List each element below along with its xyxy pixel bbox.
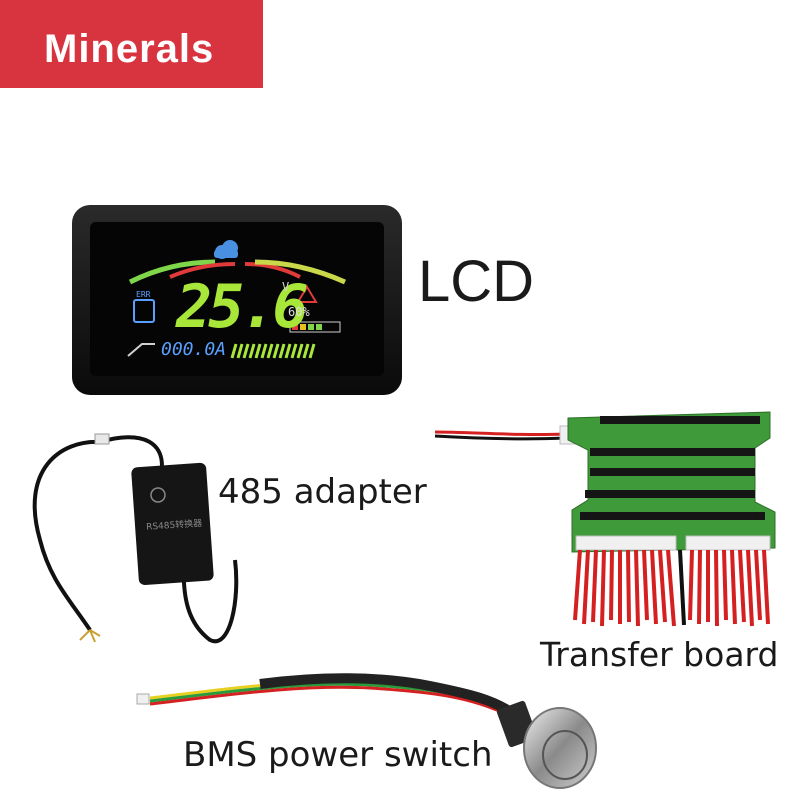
lcd-arc-red — [169, 262, 236, 279]
adapter-connector — [94, 433, 110, 445]
transfer-board — [434, 411, 776, 627]
brand-logo: Minerals — [44, 27, 214, 71]
board-wires — [573, 549, 770, 627]
board-wire-black — [678, 549, 686, 626]
adapter-cloud-icon — [150, 487, 166, 503]
board-terminal-right — [685, 535, 771, 551]
brand-name: Minerals — [44, 27, 214, 71]
lcd-level-bar — [230, 343, 316, 359]
label-485-adapter: 485 adapter — [218, 472, 427, 512]
lcd-display — [72, 205, 402, 395]
rs485-adapter: RS485转换器 — [32, 433, 239, 644]
adapter-cable-left — [32, 439, 101, 632]
board-lead-black — [434, 434, 566, 441]
power-button-icon — [542, 730, 588, 780]
bms-power-switch — [136, 673, 597, 789]
lcd-check-line — [127, 343, 155, 357]
lcd-arc-green — [128, 259, 216, 285]
board-pcb — [567, 411, 776, 553]
switch-sheath — [259, 673, 518, 720]
lcd-current-readout: 000.0A — [161, 339, 227, 360]
adapter-model: RS485转换器 — [146, 517, 203, 533]
lcd-screen — [90, 222, 384, 376]
lcd-arc-red-2 — [244, 262, 301, 279]
board-headers — [580, 416, 765, 520]
lcd-battery-percent: 60% — [288, 305, 310, 319]
lcd-arc-yellow — [254, 259, 347, 285]
lcd-voltage-readout: 25.6 — [176, 272, 308, 342]
label-lcd: LCD — [418, 249, 535, 314]
cloud-icon — [214, 240, 238, 259]
board-lead-red — [434, 430, 566, 437]
adapter-cable-bottom — [181, 549, 239, 644]
lcd-error-label: ERR — [136, 290, 151, 299]
battery-icon — [289, 321, 341, 333]
adapter-body — [131, 462, 214, 586]
label-bms-power-switch: BMS power switch — [183, 735, 493, 775]
board-terminal-left — [575, 535, 677, 551]
brand-banner: Minerals — [0, 0, 263, 88]
switch-connector — [136, 693, 150, 705]
adapter-bare-wires — [79, 629, 101, 643]
lcd-voltage-unit: V — [282, 280, 290, 294]
warning-icon — [296, 285, 318, 303]
switch-wire-red — [149, 685, 511, 718]
err-icon — [133, 299, 155, 323]
label-transfer-board: Transfer board — [540, 635, 779, 674]
switch-housing — [523, 707, 597, 789]
